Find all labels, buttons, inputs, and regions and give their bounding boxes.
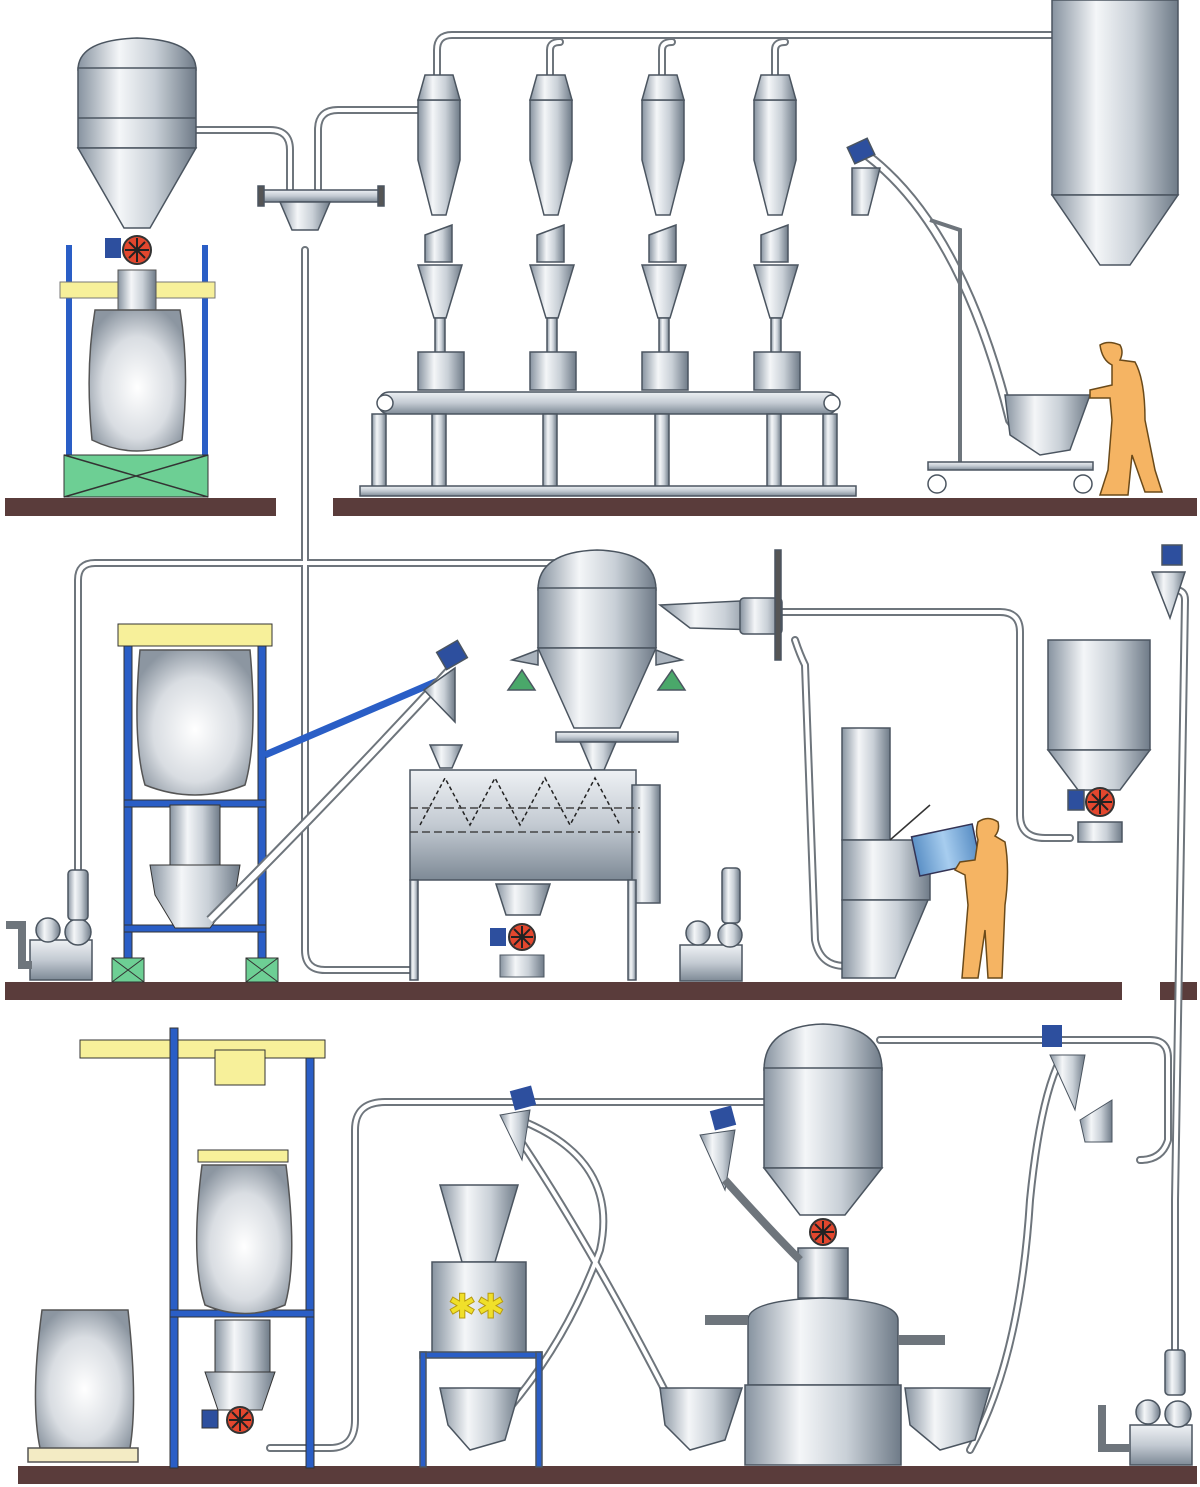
lump-breaker: ✱✱ [419,1184,543,1468]
support-triangle-left [506,668,537,691]
yellow-rail [79,1039,326,1059]
operator-middle [910,817,1009,979]
cyclone-1 [416,74,465,391]
pipe-mixer-receiver-to-filter [776,608,1074,842]
filter-receiver-right [1046,639,1152,843]
bulk-bag-on-pallet [27,1309,139,1463]
pipe-main-vertical [301,246,416,974]
pipe-receiver-to-diverter [192,126,294,194]
bulk-bag-unloader-ground [79,1027,326,1469]
bulk-bag [88,309,187,452]
storage-silo [1050,0,1180,266]
operator-upper [1089,341,1164,496]
mixer-filter-receiver [506,549,783,771]
rotary-valve-mixer [490,923,545,978]
pickup-adapter-right [1150,544,1187,621]
floor-upper-right [333,498,1197,516]
blower-package-middle [679,867,743,982]
rotary-valve-top-left [105,235,152,265]
discharge-hoppers-ground [659,1387,991,1451]
rotor-icon: ✱✱ [448,1287,505,1327]
cyclone-3 [640,74,689,391]
blower-package-ground [1098,1349,1193,1466]
flexible-screw-conveyor-upper [846,137,1094,494]
yellow-rail [117,623,273,647]
pipe-top-right [876,1036,1172,1164]
pipe-cyclone-header [433,31,1056,79]
blower-package-middle-left [6,869,93,981]
pipe-bagdump-return [791,636,849,970]
bag-dump-station [841,727,931,979]
pipe-cores [76,33,1187,1452]
flexible-screw-conveyors-ground [499,1025,1113,1263]
cyclone-4 [752,74,801,391]
bulk-bag [34,1309,135,1455]
support-triangle-right [656,668,687,691]
filter-receiver-hopper [76,37,198,229]
conveying-pipes [74,31,1189,1454]
bulk-bag-filler [59,245,216,498]
floor-middle [5,982,1122,1000]
vibratory-sifter [705,1023,945,1466]
bulk-bag [136,649,254,796]
floor-ground [18,1466,1197,1484]
flexible-screw-conveyor-middle [206,639,469,924]
ribbon-mixer [409,744,661,981]
floor-upper-left [5,498,276,516]
bulk-bag [195,1164,293,1315]
cyclone-2 [528,74,577,391]
packing-conveyor [359,391,857,497]
diverter-valve [257,185,385,231]
cyclone-receivers [416,74,801,391]
bulk-bag-discharger-middle [111,623,442,983]
